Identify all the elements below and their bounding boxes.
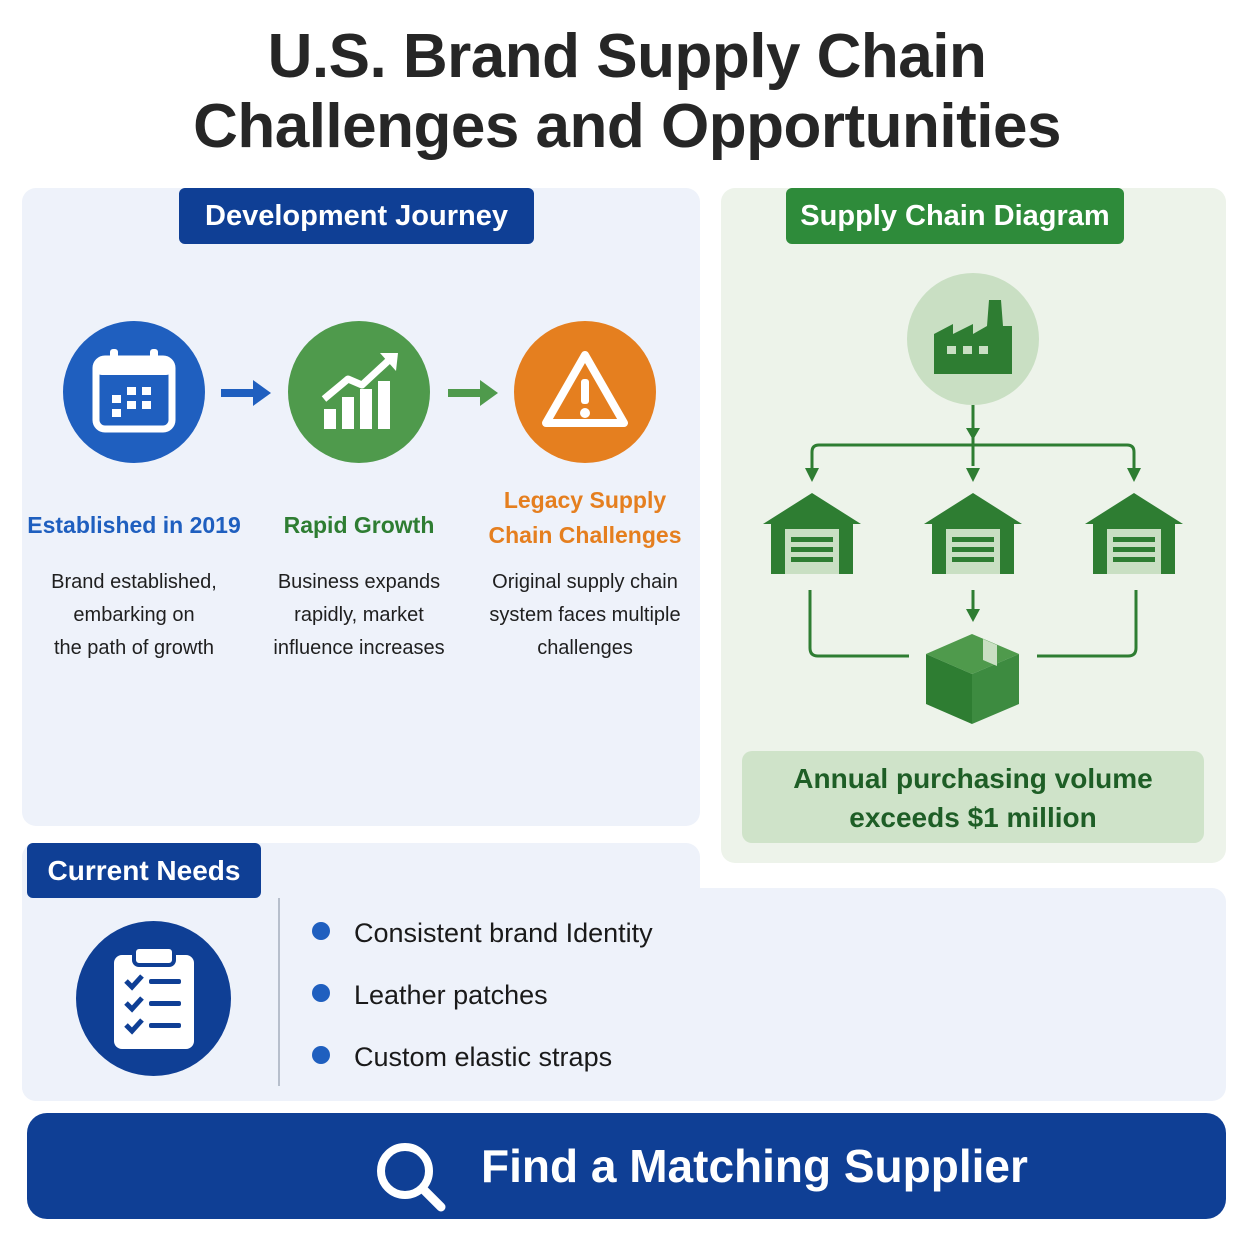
step-2-desc-line: rapidly, market <box>294 604 424 626</box>
list-item: Custom elastic straps <box>312 1037 612 1077</box>
page-title-line-2: Challenges and Opportunities <box>193 92 1061 161</box>
supply-chain-heading: Supply Chain Diagram <box>786 188 1124 244</box>
calendar-icon <box>63 321 205 463</box>
supply-chain-diagram <box>763 273 1183 724</box>
consolidation-connector <box>808 590 1138 658</box>
step-3-title-line: Chain Challenges <box>488 522 682 548</box>
warehouse-icon <box>924 493 1022 574</box>
purchasing-volume-line-2: exceeds $1 million <box>849 802 1097 833</box>
find-supplier-label: Find a Matching Supplier <box>481 1140 1028 1192</box>
growth-chart-icon <box>288 321 430 463</box>
step-3-description: Original supply chain system faces multi… <box>465 566 705 665</box>
find-supplier-button[interactable]: Find a Matching Supplier <box>27 1113 1226 1219</box>
step-1-description: Brand established, embarking on the path… <box>14 566 254 665</box>
warehouse-icon <box>1085 493 1183 574</box>
arrow-down-icon <box>805 428 1141 482</box>
arrow-right-icon <box>221 380 271 406</box>
step-2-description: Business expands rapidly, market influen… <box>239 566 479 665</box>
list-item: Leather patches <box>312 975 548 1015</box>
search-icon <box>377 1143 446 1212</box>
clipboard-checklist-icon <box>76 921 231 1076</box>
step-1-desc-line: Brand established, <box>51 571 217 593</box>
step-1-title: Established in 2019 <box>27 512 241 538</box>
step-1-desc-line: the path of growth <box>53 637 215 659</box>
development-journey-panel <box>22 188 700 826</box>
step-2-title: Rapid Growth <box>283 512 435 538</box>
page-title: U.S. Brand Supply Chain Challenges and O… <box>0 22 1254 162</box>
needs-divider <box>278 898 280 1086</box>
purchasing-volume-line-1: Annual purchasing volume <box>793 763 1153 794</box>
list-item: Consistent brand Identity <box>312 913 653 953</box>
current-needs-heading: Current Needs <box>27 843 261 898</box>
step-3-desc-line: system faces multiple <box>489 604 681 626</box>
factory-icon <box>907 273 1039 405</box>
need-label: Leather patches <box>354 980 548 1010</box>
step-3-desc-line: challenges <box>537 637 633 659</box>
warning-icon <box>514 321 656 463</box>
page-title-line-1: U.S. Brand Supply Chain <box>267 22 987 91</box>
warehouse-icon <box>763 493 861 574</box>
package-box-icon <box>926 634 1019 724</box>
step-3-desc-line: Original supply chain <box>492 571 678 593</box>
step-1-desc-line: embarking on <box>73 604 195 626</box>
need-label: Custom elastic straps <box>354 1042 613 1072</box>
purchasing-volume-callout: Annual purchasing volume exceeds $1 mill… <box>742 751 1204 843</box>
step-2-desc-line: Business expands <box>277 571 441 593</box>
bullet-icon <box>312 983 330 1002</box>
arrow-right-icon <box>448 380 498 406</box>
bullet-icon <box>312 921 330 940</box>
arrow-down-icon <box>966 609 980 622</box>
development-journey-heading: Development Journey <box>179 188 534 244</box>
bullet-icon <box>312 1045 330 1064</box>
step-2-desc-line: influence increases <box>273 637 445 659</box>
step-3-title-line: Legacy Supply <box>503 487 667 513</box>
need-label: Consistent brand Identity <box>354 918 653 948</box>
step-3-title: Legacy Supply Chain Challenges <box>465 483 705 553</box>
